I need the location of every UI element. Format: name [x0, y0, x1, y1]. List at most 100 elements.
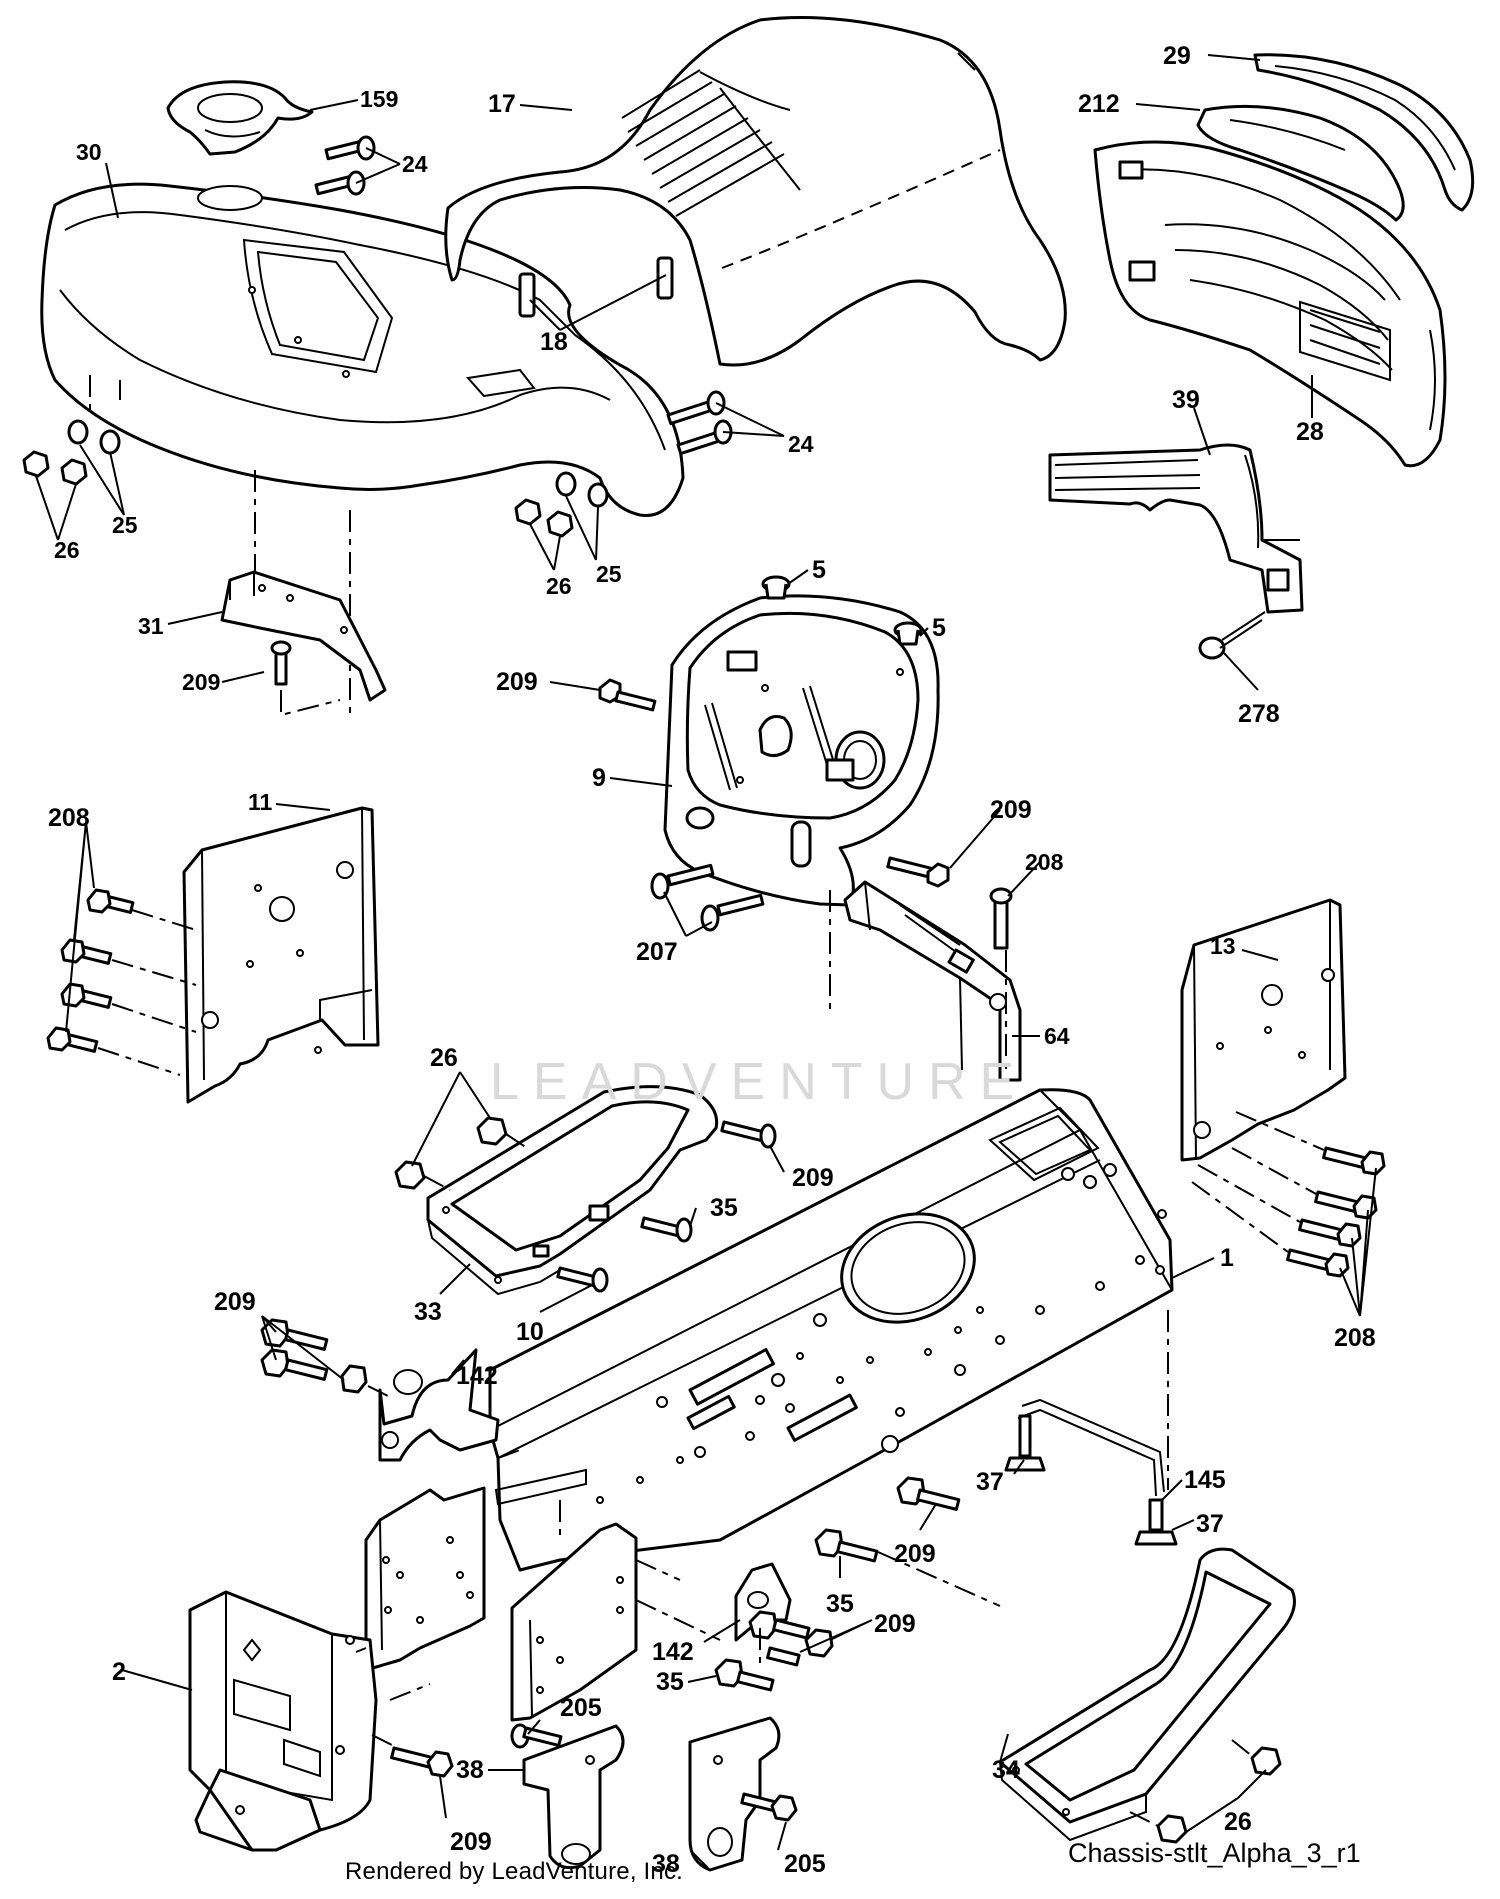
callout-37-lower: 37 — [1196, 1510, 1224, 1538]
part-31-fender-bracket[interactable] — [220, 570, 387, 702]
callout-278: 278 — [1238, 700, 1280, 728]
center-plate[interactable] — [510, 1522, 638, 1722]
callout-31: 31 — [138, 613, 164, 639]
fender-bolts-24-upper[interactable] — [314, 135, 376, 196]
callout-labels: 159 30 24 17 18 29 212 28 39 278 24 25 2… — [48, 42, 1376, 1878]
callout-209-frame: 209 — [894, 1540, 936, 1568]
part-39-bracket[interactable] — [1048, 443, 1304, 614]
callout-28: 28 — [1296, 418, 1324, 446]
dash-screw-209-right[interactable] — [886, 856, 950, 888]
part-38-bracket-right[interactable] — [688, 1716, 781, 1872]
part-278-screw[interactable] — [1198, 611, 1266, 660]
part-29-nose-trim[interactable] — [1253, 53, 1475, 212]
callout-142-lower: 142 — [652, 1638, 694, 1666]
callout-209-dash-right: 209 — [990, 796, 1032, 824]
callout-208-right: 208 — [1334, 1324, 1376, 1352]
part-28-front-shroud[interactable] — [1093, 140, 1447, 468]
part-5-plug-left[interactable] — [761, 575, 791, 600]
callout-26-footrest-right: 26 — [1224, 1808, 1252, 1836]
part-64-dash-support[interactable] — [843, 880, 1022, 1082]
callout-208-support: 208 — [1025, 849, 1064, 875]
callout-5-left: 5 — [812, 556, 826, 584]
callout-9: 9 — [592, 764, 606, 792]
callout-13: 13 — [1210, 933, 1236, 959]
callout-142-upper: 142 — [456, 1362, 498, 1390]
callout-33: 33 — [414, 1298, 442, 1326]
drawing-code: Chassis-stlt_Alpha_3_r1 — [1068, 1838, 1361, 1868]
callout-5-right: 5 — [932, 614, 946, 642]
part-33-bolt-209[interactable] — [720, 1120, 777, 1149]
part-11-side-plate-left[interactable] — [182, 806, 380, 1104]
part-9-dash-panel[interactable] — [663, 594, 940, 907]
part-207-screws[interactable] — [650, 863, 765, 932]
callout-205-left: 205 — [560, 1694, 602, 1722]
part-33-bolt-35[interactable] — [640, 1216, 693, 1243]
callout-205-right: 205 — [784, 1850, 826, 1878]
callout-37-upper: 37 — [976, 1468, 1004, 1496]
part-5-plug-right[interactable] — [893, 621, 923, 646]
callout-145: 145 — [1184, 1466, 1226, 1494]
fender-nuts-26-washers-25-left[interactable] — [22, 419, 121, 486]
part-38-screw-205-left[interactable] — [510, 1723, 563, 1749]
callout-30: 30 — [76, 139, 102, 165]
callout-209-front-plate: 209 — [450, 1828, 492, 1856]
callout-209-bracket: 209 — [182, 669, 220, 695]
callout-207: 207 — [636, 938, 678, 966]
watermark-text: LEADVENTURE — [490, 1053, 1029, 1111]
part-212-lamp-lens[interactable] — [1196, 104, 1405, 222]
part-2-screw-209[interactable] — [390, 1746, 454, 1778]
frame-bolt-35[interactable] — [814, 1528, 879, 1563]
fender-nuts-26-washers-25-right[interactable] — [514, 471, 609, 538]
callout-25-left: 25 — [112, 512, 138, 538]
callout-35-lower: 35 — [656, 1668, 684, 1696]
callout-39: 39 — [1172, 386, 1200, 414]
part-159-cup-holder[interactable] — [166, 80, 314, 156]
frame-bolt-37-lower[interactable] — [1134, 1498, 1178, 1546]
fender-bolts-24-lower[interactable] — [666, 390, 733, 456]
part-11-bolts-208[interactable] — [46, 888, 135, 1053]
part-64-screw-208[interactable] — [989, 887, 1013, 950]
callout-26-footrest: 26 — [430, 1044, 458, 1072]
callout-2: 2 — [112, 1658, 126, 1686]
part-34-footrest-right[interactable] — [998, 1547, 1296, 1842]
callout-24-upper: 24 — [402, 151, 428, 177]
callout-209-upper-left: 209 — [214, 1288, 256, 1316]
callout-25-right: 25 — [596, 561, 622, 587]
part-142-bracket-upper[interactable] — [378, 1348, 500, 1462]
render-credit: Rendered by LeadVenture, Inc. — [345, 1858, 684, 1885]
callout-35-footrest: 35 — [710, 1194, 738, 1222]
front-plate-left[interactable] — [364, 1486, 486, 1672]
part-34-nuts-26[interactable] — [1156, 1746, 1282, 1844]
part-13-bolts-208[interactable] — [1286, 1146, 1386, 1278]
part-31-screw-209[interactable] — [270, 640, 341, 717]
part-33-footrest-left[interactable] — [426, 1085, 719, 1296]
callout-209-dash-left: 209 — [496, 668, 538, 696]
callout-64: 64 — [1044, 1023, 1070, 1049]
frame-bolt-37-upper[interactable] — [1004, 1414, 1046, 1472]
part-13-side-plate-right[interactable] — [1180, 898, 1347, 1162]
part-2-front-plate[interactable] — [188, 1590, 378, 1852]
frame-bolt-209[interactable] — [896, 1476, 961, 1511]
part-17-hood[interactable] — [444, 16, 1067, 367]
part-38-screw-205-right[interactable] — [740, 1792, 798, 1822]
part-1-frame[interactable] — [488, 1088, 1174, 1572]
part-38-bracket-left[interactable] — [522, 1724, 625, 1870]
callout-1: 1 — [1220, 1244, 1234, 1272]
callout-209-footrest: 209 — [792, 1164, 834, 1192]
bolt-35-lower[interactable] — [714, 1658, 775, 1692]
callout-24-lower: 24 — [788, 431, 814, 457]
part-30-fender[interactable] — [40, 182, 685, 518]
callout-29: 29 — [1163, 42, 1191, 70]
leader-lines — [35, 54, 1377, 1869]
part-33-bolt-10[interactable] — [556, 1266, 609, 1293]
dash-screw-209-left[interactable] — [598, 678, 657, 712]
callout-159: 159 — [360, 86, 398, 112]
callout-17: 17 — [488, 90, 516, 118]
callout-34: 34 — [992, 1756, 1020, 1784]
part-18-bumpers[interactable] — [518, 256, 674, 318]
callout-38-right: 38 — [652, 1850, 680, 1878]
callout-35-frame: 35 — [826, 1590, 854, 1618]
part-145-rod[interactable] — [1017, 1398, 1165, 1497]
bolts-209-lower[interactable] — [748, 1610, 834, 1667]
